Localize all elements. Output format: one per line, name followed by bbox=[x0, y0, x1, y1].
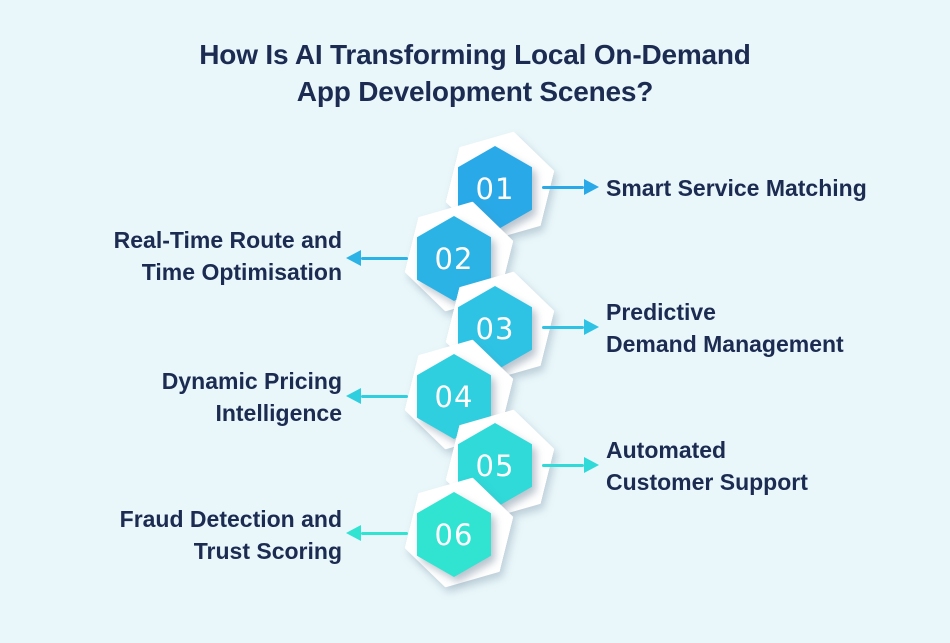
arrowhead-icon bbox=[346, 525, 361, 541]
step-label: Dynamic Pricing Intelligence bbox=[161, 368, 342, 426]
connector-arrow-right bbox=[542, 455, 599, 475]
step-number: 02 bbox=[434, 241, 474, 276]
hexagon-badge: 02 bbox=[417, 216, 491, 301]
arrowhead-icon bbox=[584, 319, 599, 335]
step-label: Real-Time Route and Time Optimisation bbox=[113, 227, 342, 285]
step-number: 04 bbox=[434, 379, 474, 414]
step-number: 03 bbox=[475, 311, 515, 346]
arrowhead-icon bbox=[346, 388, 361, 404]
arrowhead-icon bbox=[346, 250, 361, 266]
step-label: Automated Customer Support bbox=[606, 437, 808, 495]
connector-arrow-right bbox=[542, 317, 599, 337]
connector-arrow-right bbox=[542, 177, 599, 197]
step-label: Predictive Demand Management bbox=[606, 299, 844, 357]
connector-arrow-left bbox=[346, 248, 408, 268]
connector-arrow-left bbox=[346, 386, 408, 406]
step-label: Smart Service Matching bbox=[606, 175, 867, 201]
step-label: Fraud Detection and Trust Scoring bbox=[119, 506, 342, 564]
arrowhead-icon bbox=[584, 179, 599, 195]
arrowhead-icon bbox=[584, 457, 599, 473]
connector-arrow-left bbox=[346, 523, 408, 543]
page-title: How Is AI Transforming Local On-Demand A… bbox=[199, 39, 751, 107]
step-number: 06 bbox=[434, 517, 474, 552]
hexagon-badge: 06 bbox=[417, 492, 491, 577]
step-number: 05 bbox=[475, 448, 515, 483]
step-number: 01 bbox=[475, 171, 515, 206]
